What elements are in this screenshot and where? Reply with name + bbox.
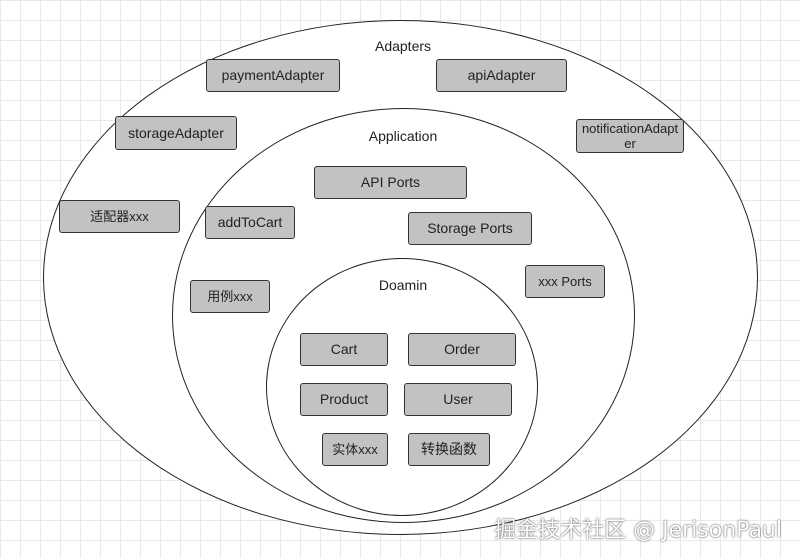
product-node[interactable]: Product xyxy=(300,383,388,416)
api-ports-node[interactable]: API Ports xyxy=(314,166,467,199)
notification-adapter-node[interactable]: notificationAdapter xyxy=(576,119,684,153)
watermark: 掘金技术社区 @ JerisonPaul xyxy=(494,518,782,543)
storage-ports-node[interactable]: Storage Ports xyxy=(408,212,532,245)
generic-adapter-node[interactable]: 适配器xxx xyxy=(59,200,180,233)
add-to-cart-node[interactable]: addToCart xyxy=(205,206,295,239)
payment-adapter-node[interactable]: paymentAdapter xyxy=(206,59,340,92)
converter-node[interactable]: 转换函数 xyxy=(408,433,490,466)
xxx-ports-node[interactable]: xxx Ports xyxy=(525,265,605,298)
entity-node[interactable]: 实体xxx xyxy=(322,433,388,466)
cart-node[interactable]: Cart xyxy=(300,333,388,366)
adapters-layer-label: Adapters xyxy=(374,38,432,54)
order-node[interactable]: Order xyxy=(408,333,516,366)
user-node[interactable]: User xyxy=(404,383,512,416)
domain-layer-label: Doamin xyxy=(378,277,428,293)
application-layer-label: Application xyxy=(368,128,438,144)
storage-adapter-node[interactable]: storageAdapter xyxy=(115,116,237,150)
api-adapter-node[interactable]: apiAdapter xyxy=(436,59,567,92)
use-case-node[interactable]: 用例xxx xyxy=(190,280,270,313)
